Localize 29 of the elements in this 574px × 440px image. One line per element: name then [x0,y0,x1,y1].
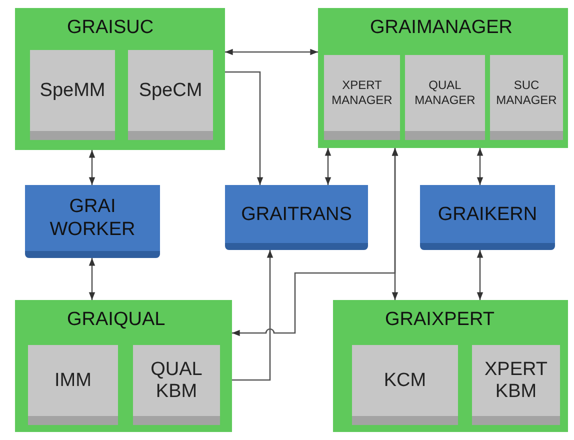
component-box: IMM [28,345,118,425]
service-box: GRAI WORKER [25,185,160,258]
panel-title: GRAISUC [67,16,154,40]
service-box: GRAITRANS [225,185,368,250]
connector-arrow [225,71,264,185]
connector-arrow [232,148,398,336]
connector-arrow [232,250,274,381]
module-panel [318,8,568,148]
component-box: KCM [352,345,458,425]
connector-arrow [225,48,318,56]
service-box: GRAIKERN [420,185,555,250]
panel-title: GRAIMANAGER [370,16,513,40]
component-box: SUC MANAGER [490,55,563,140]
module-panel [15,300,232,432]
connector-arrow [324,148,332,185]
module-panel [15,8,225,150]
component-box: XPERT KBM [472,345,560,425]
connector-arrow [476,250,484,300]
panel-title: GRAIQUAL [67,308,166,332]
component-box: SpeCM [128,50,213,140]
panel-title: GRAIXPERT [385,308,494,332]
component-box: QUAL MANAGER [405,55,485,140]
module-panel [333,300,568,432]
connector-arrow [88,150,96,185]
component-box: QUAL KBM [133,345,220,425]
component-box: SpeMM [30,50,115,140]
component-box: XPERT MANAGER [324,55,400,140]
connector-arrow [88,258,96,300]
connector-arrow [476,148,484,185]
